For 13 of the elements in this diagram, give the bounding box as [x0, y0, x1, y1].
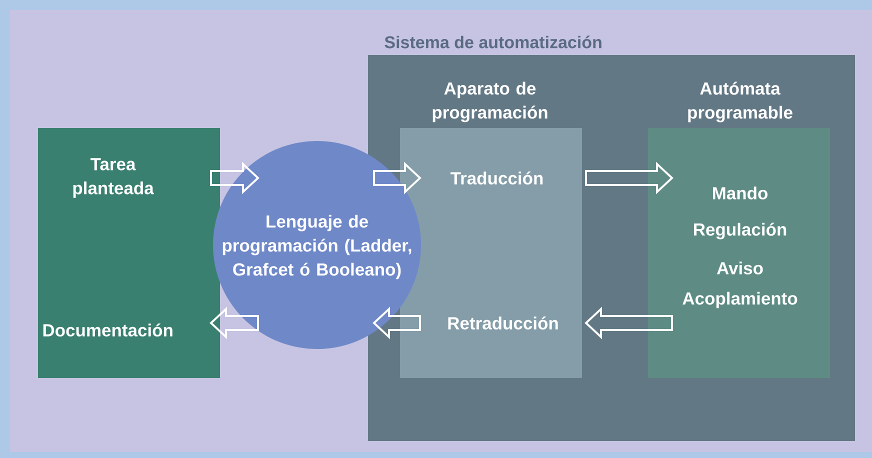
- process-label: Traducción: [450, 172, 543, 184]
- panel: Tarea planteada Documentación: [38, 128, 220, 378]
- block-arrow: [210, 306, 260, 340]
- node-label: Autómata programable: [688, 82, 792, 122]
- block-arrow: [585, 162, 674, 194]
- node-label: Sistema de automatización: [384, 36, 602, 48]
- panel: Autómata programable Mando Regulación Aviso Acoplamiento: [648, 82, 830, 378]
- process-label: Retraducción: [448, 316, 558, 330]
- block-arrow: [373, 162, 422, 194]
- block-arrow: [210, 162, 260, 194]
- block-arrow: [584, 306, 673, 340]
- block-arrow: [372, 306, 421, 340]
- node-label: Aparato de programación: [432, 82, 548, 122]
